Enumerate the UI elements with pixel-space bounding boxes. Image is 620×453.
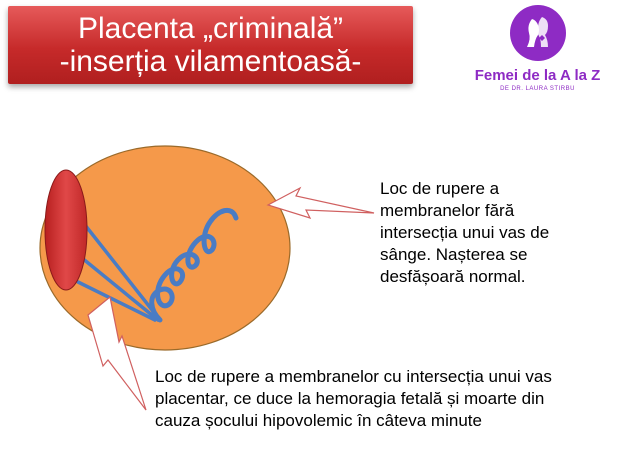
label-normal-line: Loc de rupere a: [380, 179, 500, 198]
women-silhouette-icon: [509, 5, 566, 61]
pointer-normal-rupture: [266, 186, 375, 219]
logo-byline: DE DR. LAURA STIRBU: [500, 86, 575, 92]
label-normal-line: intersecția unui vas de: [380, 223, 550, 242]
label-vessel-line: cauza șocului hipovolemic în câteva minu…: [155, 411, 482, 430]
logo: Femei de la A la Z DE DR. LAURA STIRBU: [455, 5, 620, 105]
label-normal-line: sânge. Nașterea se: [380, 245, 528, 264]
placenta: [44, 169, 88, 291]
title-line-2: -inserția vilamentoasă-: [59, 45, 362, 78]
label-normal-line: membranelor fără: [380, 201, 515, 220]
label-normal-rupture: Loc de rupere a membranelor fără interse…: [380, 178, 615, 288]
title-line-1: Placenta „criminală”: [77, 12, 344, 45]
title-banner: Placenta „criminală” -inserția vilamento…: [8, 6, 413, 84]
umbilical-cord: [149, 207, 239, 323]
label-vessel-rupture: Loc de rupere a membranelor cu intersecț…: [155, 366, 615, 432]
label-vessel-line: placentar, ce duce la hemoragia fetală ș…: [155, 389, 545, 408]
pointer-vessel-rupture: [87, 295, 147, 411]
label-vessel-line: Loc de rupere a membranelor cu intersecț…: [155, 367, 552, 386]
logo-name: Femei de la A la Z: [474, 67, 601, 84]
label-normal-line: desfășoară normal.: [380, 267, 526, 286]
membrane-sac: [39, 145, 291, 351]
membrane-vessels: [76, 223, 162, 322]
